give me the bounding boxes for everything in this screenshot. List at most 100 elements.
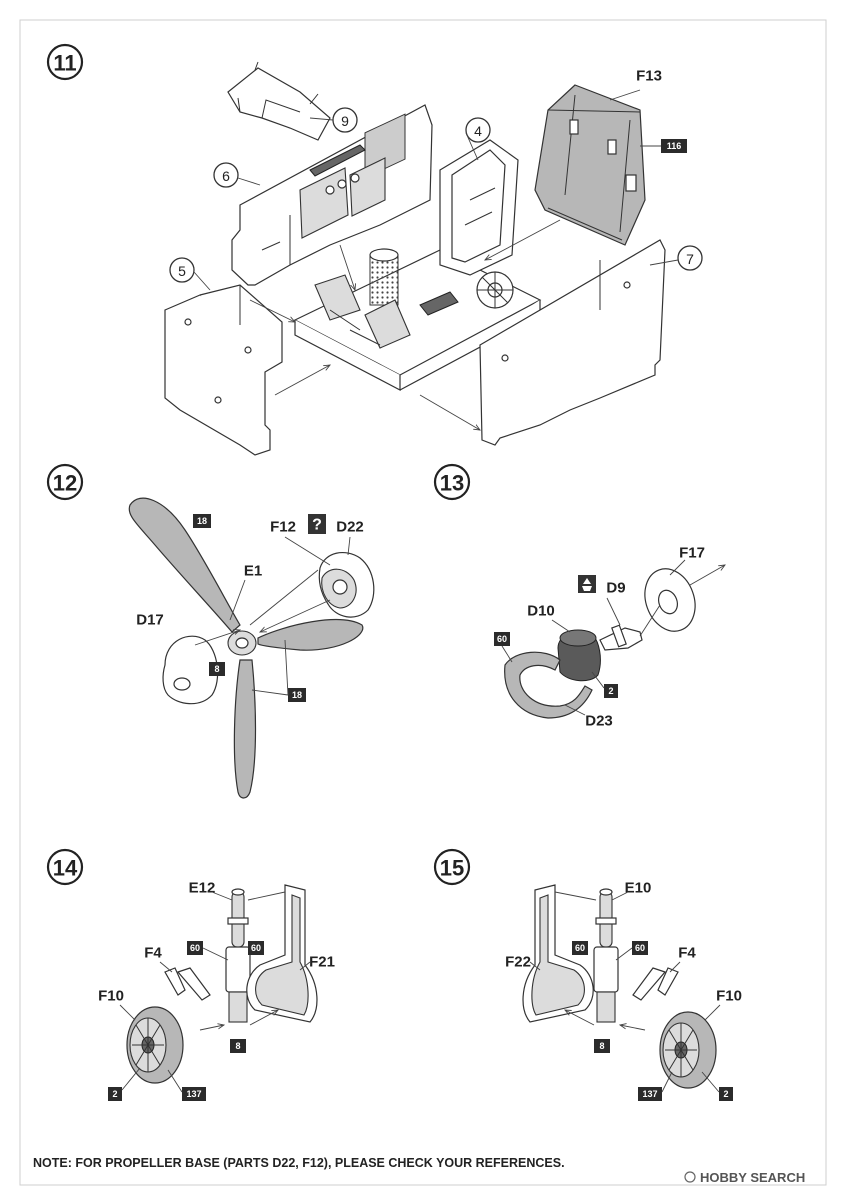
- paint-ref-60-strut-r-badge: [632, 941, 648, 955]
- paint-18-leaders: [251, 639, 289, 696]
- part-D10-label: D10: [527, 603, 555, 620]
- part-D23-label: D23: [585, 713, 613, 730]
- F17-leader: [669, 559, 686, 576]
- paint-ref-2-wheel-text: 2: [112, 1089, 117, 1099]
- part-E12-shape: [225, 888, 251, 1023]
- paint-60-strut-r-leader: [615, 947, 633, 961]
- D9-leader: [606, 597, 621, 626]
- paint-ref-137-r-text: 137: [642, 1089, 657, 1099]
- propeller-blades-shape: [128, 497, 364, 799]
- step-15-circle: [433, 848, 471, 886]
- paint-2-leader: [591, 671, 605, 689]
- paint-ref-60-door-r-text: 60: [575, 943, 585, 953]
- paint-ref-8-axle-r-text: 8: [599, 1041, 604, 1051]
- part-6-callout: [213, 162, 239, 188]
- part-E10-shape: [593, 888, 619, 1023]
- paint-ref-2-badge: [604, 684, 618, 698]
- wheel-right-arrow: [620, 1025, 646, 1031]
- part-E10-label: E10: [625, 880, 652, 897]
- part-F21-shape: [246, 884, 318, 1023]
- F21-leader: [299, 961, 311, 971]
- part-F13-shape: [534, 84, 646, 246]
- part-5-shape: [164, 284, 283, 456]
- E12-door-arrows: [247, 891, 285, 1026]
- paint-ref-2-wheel-r-badge: [719, 1087, 733, 1101]
- wheel-r-paint-leaders: [661, 1071, 720, 1093]
- part-7-callout: [677, 245, 703, 271]
- step-15-number: 15: [440, 856, 464, 881]
- step-14-circle: [46, 848, 84, 886]
- part-D9-shape: [599, 604, 661, 651]
- step-12: 12 18 E1 D17 8 18: [46, 463, 375, 799]
- paint-ref-137-r-badge: [638, 1087, 662, 1101]
- E10-door-arrows: [554, 891, 597, 1026]
- E10-leader: [611, 891, 629, 901]
- paint-ref-60-strut-badge: [187, 941, 203, 955]
- step-14: 14 E12 60 60 F21 F4: [46, 848, 335, 1101]
- step-11-leader-lines: [193, 89, 679, 430]
- step-11-circle: [46, 43, 84, 81]
- page-border: [19, 19, 827, 1186]
- paint-60-leader: [501, 645, 513, 663]
- part-7-label: 7: [686, 251, 694, 267]
- step-13: 13 F17 D9 D10 2: [433, 463, 725, 730]
- paint-ref-60-strut-r-text: 60: [635, 943, 645, 953]
- paint-ref-60-door-r-badge: [572, 941, 588, 955]
- D10-leader: [551, 619, 571, 633]
- question-mark-symbol: ?: [312, 517, 322, 534]
- paint-ref-60-door-badge: [248, 941, 264, 955]
- paint-ref-2-text: 2: [608, 686, 613, 696]
- watermark-text: HOBBY SEARCH: [700, 1170, 805, 1185]
- part-F12-D22-shape: [249, 551, 375, 632]
- wheel-arrow: [199, 1025, 224, 1031]
- part-D23-shape: [504, 651, 593, 719]
- part-F4-shape: [164, 967, 211, 1001]
- paint-ref-116-badge: [661, 139, 687, 153]
- F10-right-leader: [704, 1004, 721, 1021]
- paint-ref-60-text: 60: [497, 634, 507, 644]
- paint-60-strut-leader: [202, 947, 229, 961]
- step-13-number: 13: [440, 471, 464, 496]
- part-5-callout: [169, 257, 195, 283]
- part-F12-label: F12: [270, 519, 296, 536]
- paint-ref-8-badge: [209, 662, 225, 676]
- E12-leader: [211, 891, 233, 901]
- question-mark-icon: [308, 514, 326, 534]
- part-5-label: 5: [178, 263, 186, 279]
- part-F22-shape: [522, 884, 594, 1023]
- part-9-shape: [227, 61, 331, 141]
- paint-ref-8-axle-badge: [230, 1039, 246, 1053]
- step-12-circle: [46, 463, 84, 501]
- part-F13-label: F13: [636, 68, 662, 85]
- part-F10-label: F10: [98, 988, 124, 1005]
- paint-ref-8-axle-text: 8: [235, 1041, 240, 1051]
- part-D9-label: D9: [606, 580, 625, 597]
- F10-leader: [119, 1004, 136, 1021]
- step-14-number: 14: [53, 856, 78, 881]
- D23-leader: [564, 704, 586, 716]
- glue-icon-glyph: [582, 578, 592, 591]
- E1-leader: [229, 579, 246, 621]
- paint-ref-60-strut-text: 60: [190, 943, 200, 953]
- paint-ref-18-top-text: 18: [197, 516, 207, 526]
- part-6-label: 6: [222, 168, 230, 184]
- part-F17-label: F17: [679, 545, 705, 562]
- part-F22-label: F22: [505, 954, 531, 971]
- paint-ref-8-axle-r-badge: [594, 1039, 610, 1053]
- part-F10-wheel-shape: [126, 1006, 184, 1084]
- step-15: 15 F22 60 E10 60 F4: [433, 848, 742, 1101]
- part-4-label: 4: [474, 123, 482, 139]
- part-4-callout: [465, 117, 491, 143]
- step-11-number: 11: [53, 51, 76, 76]
- paint-ref-18-bottom-badge: [288, 688, 306, 702]
- paint-ref-137-badge: [182, 1087, 206, 1101]
- paint-ref-116-text: 116: [667, 141, 682, 151]
- step-13-circle: [433, 463, 471, 501]
- F12-D22-leaders: [284, 536, 351, 566]
- step-12-number: 12: [53, 471, 77, 496]
- step-11: 11 9 6: [46, 43, 703, 456]
- F22-leader: [529, 961, 541, 971]
- part-F4-right-shape: [632, 967, 679, 1001]
- part-4-shape: [439, 139, 519, 309]
